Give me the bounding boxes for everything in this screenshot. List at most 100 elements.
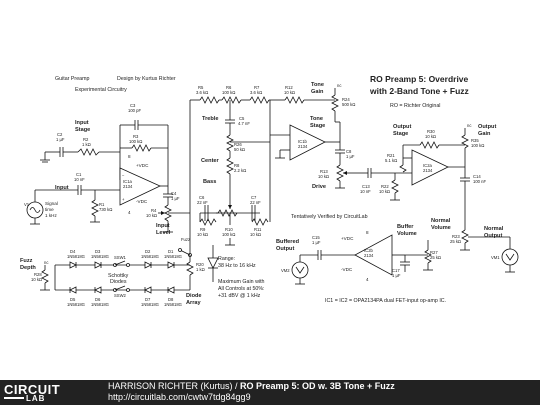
max-gain-label-3: +31 dBV @ 1 kHz xyxy=(218,293,261,299)
c14-label: C14 xyxy=(473,174,481,179)
treble-label: Treble xyxy=(202,116,218,122)
resistor-r10: R10 100 kΩ xyxy=(222,213,235,237)
fuzz-label: Fuzz xyxy=(181,237,190,242)
d6-part: 1N5818G xyxy=(91,302,109,307)
buffer-volume-potentiometer[interactable]: R27 25 kΩ xyxy=(423,240,441,271)
diode-array-triangle xyxy=(207,257,219,269)
c8-label: C8 xyxy=(346,149,352,154)
c1-value: 10 nF xyxy=(74,177,85,182)
diode-array-label-1: Diode xyxy=(186,293,202,299)
r6-label: R6 xyxy=(226,85,232,90)
designer-label: Design by Kurtus Richter xyxy=(117,76,176,82)
resistor-r7: R7 3.6 kΩ xyxy=(249,85,270,104)
center-label: Center xyxy=(201,158,220,164)
ic2b-vneg: -VDC xyxy=(341,267,353,272)
diode-d6: D6 1N5818G xyxy=(91,286,109,307)
resistor-r5: R5 3.6 kΩ xyxy=(196,85,220,104)
capacitor-c13: C13 10 nF xyxy=(355,168,412,194)
r24-value: 500 kΩ xyxy=(342,102,355,107)
r27-value: 25 kΩ xyxy=(430,255,441,260)
c4-value: 1 µF xyxy=(171,196,180,201)
r30-label: R30 xyxy=(427,129,435,134)
ic2a-label: IC2a xyxy=(423,163,433,168)
c15-label: C15 xyxy=(312,235,320,240)
schottky-label-2: Diodes xyxy=(110,279,127,285)
r24-label: R24 xyxy=(342,97,350,102)
fuzz-depth-potentiometer[interactable]: nc R28 10 kΩ xyxy=(31,260,50,291)
guitar-preamp-label: Guitar Preamp xyxy=(55,76,89,82)
vm2-label: VM2 xyxy=(281,268,290,273)
drive-potentiometer[interactable]: R13 10 kΩ xyxy=(318,164,355,189)
resistor-r30: R30 10 kΩ xyxy=(419,129,440,149)
switch-ssw1[interactable]: SSW1 xyxy=(113,255,130,267)
r7-label: R7 xyxy=(254,85,260,90)
d7-part: 1N5818G xyxy=(141,302,159,307)
tone-gain-potentiometer[interactable]: nc R24 500 kΩ xyxy=(331,83,355,122)
schematic-canvas: Guitar Preamp Design by Kurtus Richter E… xyxy=(20,74,519,307)
c2-value: 1 µF xyxy=(56,137,65,142)
buffer-volume-label-2: Volume xyxy=(397,231,417,237)
r5-value: 3.6 kΩ xyxy=(196,90,208,95)
treble-potentiometer[interactable]: R26 50 kΩ xyxy=(226,134,245,158)
d4-label: D4 xyxy=(70,249,76,254)
buffered-output-label-2: Output xyxy=(276,246,294,252)
r26-label: R26 xyxy=(234,142,242,147)
tone-stage-label-1: Tone xyxy=(310,116,323,122)
bass-potentiometer[interactable] xyxy=(216,195,238,217)
r30-value: 10 kΩ xyxy=(425,134,436,139)
r5-label: R5 xyxy=(198,85,204,90)
normal-volume-label-2: Volume xyxy=(431,225,451,231)
switch-ssw2[interactable]: SSW2 xyxy=(113,285,130,298)
c6-label: C6 xyxy=(199,195,205,200)
normal-volume-potentiometer[interactable]: R23 25 kΩ xyxy=(450,215,490,251)
r35-value: 100 kΩ xyxy=(471,143,484,148)
d5-label: D5 xyxy=(70,297,76,302)
resistor-r2: R2 1 kΩ xyxy=(77,137,100,156)
opamp-ic2b: IC2b 2134 +VDC 8 -VDC 4 xyxy=(341,230,393,282)
r28-label: R28 xyxy=(34,272,42,277)
max-gain-label-1: Maximum Gain with xyxy=(218,279,265,285)
capacitor-c15: C15 1 µF xyxy=(300,235,355,260)
resistor-r6: R6 100 kΩ xyxy=(221,85,242,104)
ic1a-pin4: 4 xyxy=(128,210,131,215)
capacitor-c17: C17 1 µF xyxy=(392,255,410,278)
ic2b-vpos: +VDC xyxy=(341,236,354,241)
r2-value: 1 kΩ xyxy=(82,142,91,147)
r12-value: 10 kΩ xyxy=(284,90,295,95)
footer-url-link[interactable]: http://circuitlab.com/cwtw7tdg84gg9 xyxy=(108,392,251,402)
diode-d1: D1 1N5818G xyxy=(164,249,182,269)
r7-value: 3.6 kΩ xyxy=(250,90,262,95)
input-level-potentiometer[interactable]: R4 10 kΩ xyxy=(146,204,172,232)
output-stage-label-2: Stage xyxy=(393,131,408,137)
schematic-diagram: Guitar Preamp Design by Kurtus Richter E… xyxy=(20,74,519,307)
c2-label: C2 xyxy=(57,132,63,137)
circuitlab-logo[interactable]: CIRCUIT LAB xyxy=(4,382,62,403)
tentative-label: Tentatively Verified by CircuitLab xyxy=(291,214,368,220)
resistor-r8: R8 2.2 kΩ xyxy=(226,157,246,195)
c13-value: 10 nF xyxy=(360,189,371,194)
r1-value: 730 kΩ xyxy=(99,207,112,212)
c14-value: 100 nF xyxy=(473,179,486,184)
ro-note: RO = Richter Original xyxy=(390,103,440,109)
r22-value: 10 kΩ xyxy=(379,189,390,194)
schematic-title-line1: RO Preamp 5: Overdrive xyxy=(370,74,469,84)
ic1b-part: 2134 xyxy=(298,144,308,149)
capacitor-c1: C1 10 nF xyxy=(74,172,120,195)
diode-d4: D4 1N5818G xyxy=(67,249,85,269)
diode-d7: D7 1N5818G xyxy=(141,286,159,307)
c7-label: C7 xyxy=(251,195,257,200)
normal-output-label-1: Normal xyxy=(484,226,504,232)
capacitor-c7: C7 22 nF xyxy=(250,195,261,221)
r9-label: R9 xyxy=(200,227,206,232)
input-level-label-2: Level xyxy=(156,230,171,236)
c17-value: 1 µF xyxy=(392,273,401,278)
v1-label: V1 xyxy=(24,202,30,207)
tone-gain-label-2: Gain xyxy=(311,89,324,95)
diode-d3: D3 1N5818G xyxy=(91,249,109,269)
meter-vm2: VM2 xyxy=(281,255,309,285)
ic-note: IC1 = IC2 = OPA2134PA dual FET-input op-… xyxy=(325,298,446,304)
svg-text:+: + xyxy=(122,197,125,202)
signal-label-3: 1 kHz xyxy=(45,213,57,218)
output-gain-potentiometer[interactable]: nc R35 100 kΩ xyxy=(461,123,484,167)
d6-label: D6 xyxy=(95,297,101,302)
